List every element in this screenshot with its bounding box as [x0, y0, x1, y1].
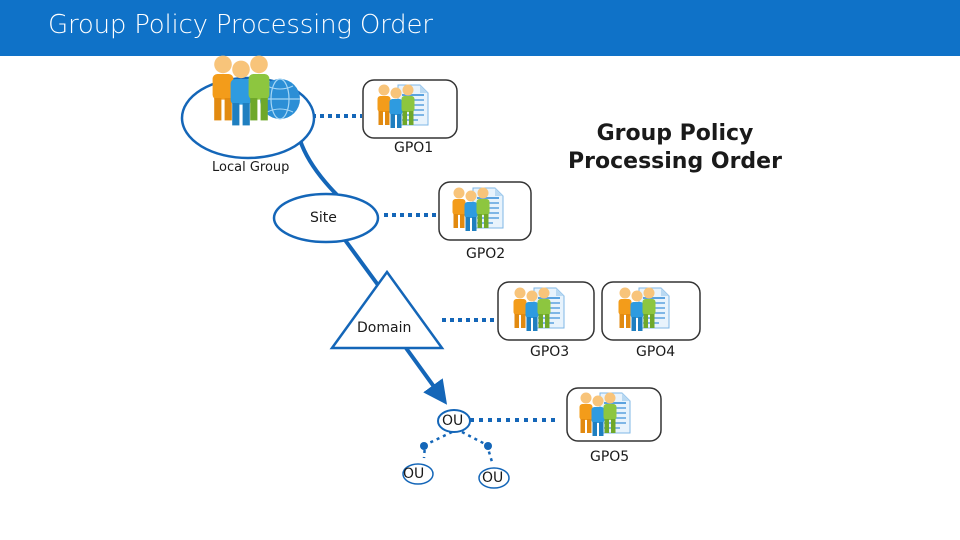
gpo4-icon: [619, 288, 670, 332]
connector-domain-to-ou: [404, 346, 448, 405]
ou-left-label: OU: [403, 466, 425, 482]
gpo2-icon: [453, 188, 504, 232]
ou-left-ellipse: [402, 463, 434, 485]
gpo1-label: GPO1: [394, 140, 434, 156]
domain-triangle: [329, 269, 445, 350]
gpo3-icon: [514, 288, 565, 332]
connector-site-to-domain: [343, 238, 380, 287]
gpo4-label: GPO4: [636, 344, 676, 360]
ou-right-label: OU: [482, 470, 504, 486]
gpo5-icon: [580, 393, 631, 437]
ou-left-dot: [420, 442, 428, 450]
gpo1-icon: [378, 85, 429, 129]
local-group-label: Local Group: [212, 160, 290, 175]
gpo5-label: GPO5: [590, 449, 630, 465]
connector-ou-left: [422, 430, 453, 459]
gpo2-label: GPO2: [466, 246, 506, 262]
slide-title: Group Policy Processing Order: [48, 10, 433, 40]
gpo3-label: GPO3: [530, 344, 570, 360]
domain-label: Domain: [357, 320, 412, 336]
ou-right-ellipse: [478, 467, 510, 489]
ou-right-dot: [484, 442, 492, 450]
ou-main-ellipse: [437, 409, 471, 433]
title-bar: Group Policy Processing Order: [0, 0, 960, 56]
ou-main-label: OU: [442, 413, 464, 429]
site-ellipse: [272, 192, 380, 244]
site-label: Site: [310, 210, 337, 226]
diagram-heading: Group Policy Processing Order: [568, 121, 782, 174]
